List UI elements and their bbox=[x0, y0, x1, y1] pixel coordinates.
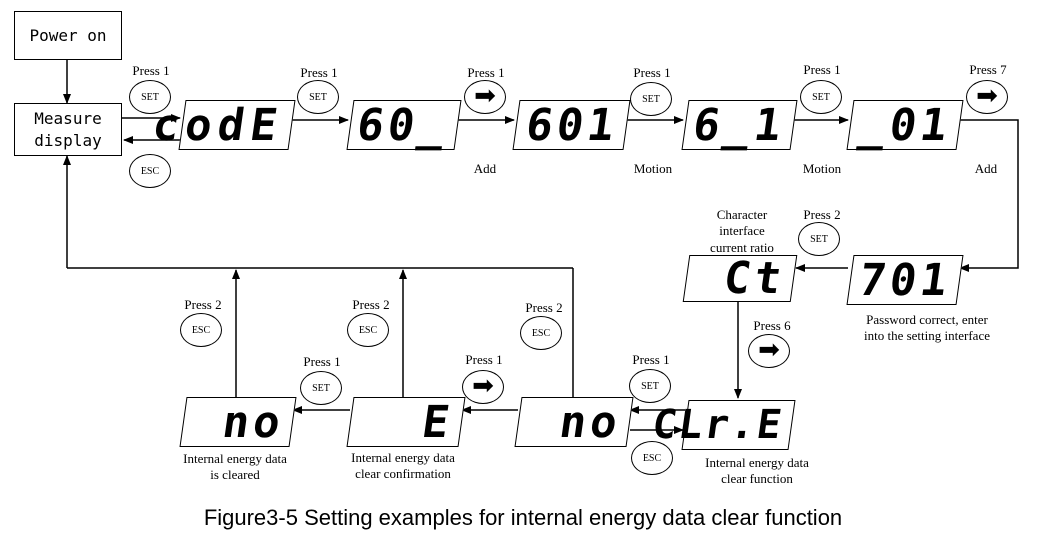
note-clear-function: Internal energy data clear function bbox=[705, 455, 809, 487]
press-label: Press 7 bbox=[969, 62, 1007, 77]
note-motion: Motion bbox=[802, 161, 842, 176]
display-code: codE bbox=[149, 100, 296, 151]
power-on-box: Power on bbox=[14, 11, 122, 60]
press-label: Press 1 bbox=[632, 352, 670, 367]
esc-key: ESC bbox=[520, 316, 562, 350]
display-601: 601 bbox=[512, 100, 631, 151]
display-clre: CLr.E bbox=[649, 400, 796, 450]
press-label: Press 1 bbox=[633, 65, 671, 80]
press-label: Press 6 bbox=[753, 318, 791, 333]
measure-display-box: Measure display bbox=[14, 103, 122, 156]
note-motion: Motion bbox=[633, 161, 673, 176]
note-add: Add bbox=[473, 161, 497, 176]
right-arrow-key-icon: ➡ bbox=[966, 80, 1008, 114]
set-key: SET bbox=[300, 371, 342, 405]
display-_01: _01 bbox=[846, 100, 964, 151]
press-label: Press 1 bbox=[132, 63, 170, 78]
esc-key: ESC bbox=[180, 313, 222, 347]
display-6_1: 6_1 bbox=[681, 100, 798, 151]
note-character-interface: Character interface current ratio bbox=[710, 207, 774, 255]
set-key: SET bbox=[297, 80, 339, 114]
esc-key: ESC bbox=[129, 154, 171, 188]
press-label: Press 2 bbox=[352, 297, 390, 312]
press-label: Press 1 bbox=[465, 352, 503, 367]
press-label: Press 1 bbox=[803, 62, 841, 77]
set-key: SET bbox=[630, 82, 672, 116]
note-is-cleared: Internal energy data is cleared bbox=[183, 451, 287, 483]
press-label: Press 2 bbox=[184, 297, 222, 312]
right-arrow-key-icon: ➡ bbox=[748, 334, 790, 368]
press-label: Press 1 bbox=[467, 65, 505, 80]
esc-key: ESC bbox=[631, 441, 673, 475]
press-label: Press 2 bbox=[525, 300, 563, 315]
press-label: Press 1 bbox=[300, 65, 338, 80]
set-key: SET bbox=[798, 222, 840, 256]
right-arrow-key-icon: ➡ bbox=[464, 80, 506, 114]
set-key: SET bbox=[800, 80, 842, 114]
note-password-correct: Password correct, enter into the setting… bbox=[864, 312, 990, 344]
display-701: 701 bbox=[846, 255, 964, 306]
display-60: 60_ bbox=[346, 100, 462, 151]
set-key: SET bbox=[129, 80, 171, 114]
figure-caption: Figure3-5 Setting examples for internal … bbox=[203, 505, 843, 530]
press-label: Press 1 bbox=[303, 354, 341, 369]
right-arrow-key-icon: ➡ bbox=[462, 370, 504, 404]
display-no-2: no bbox=[514, 397, 634, 448]
note-add: Add bbox=[974, 161, 998, 176]
set-key: SET bbox=[629, 369, 671, 403]
note-clear-confirmation: Internal energy data clear confirmation bbox=[351, 450, 455, 482]
arrow-_01-to-701 bbox=[959, 119, 1019, 272]
press-label: Press 2 bbox=[803, 207, 841, 222]
display-no-1: no bbox=[179, 397, 297, 448]
display-ct: Ct bbox=[682, 253, 798, 304]
display-e: E bbox=[346, 397, 466, 448]
esc-key: ESC bbox=[347, 313, 389, 347]
